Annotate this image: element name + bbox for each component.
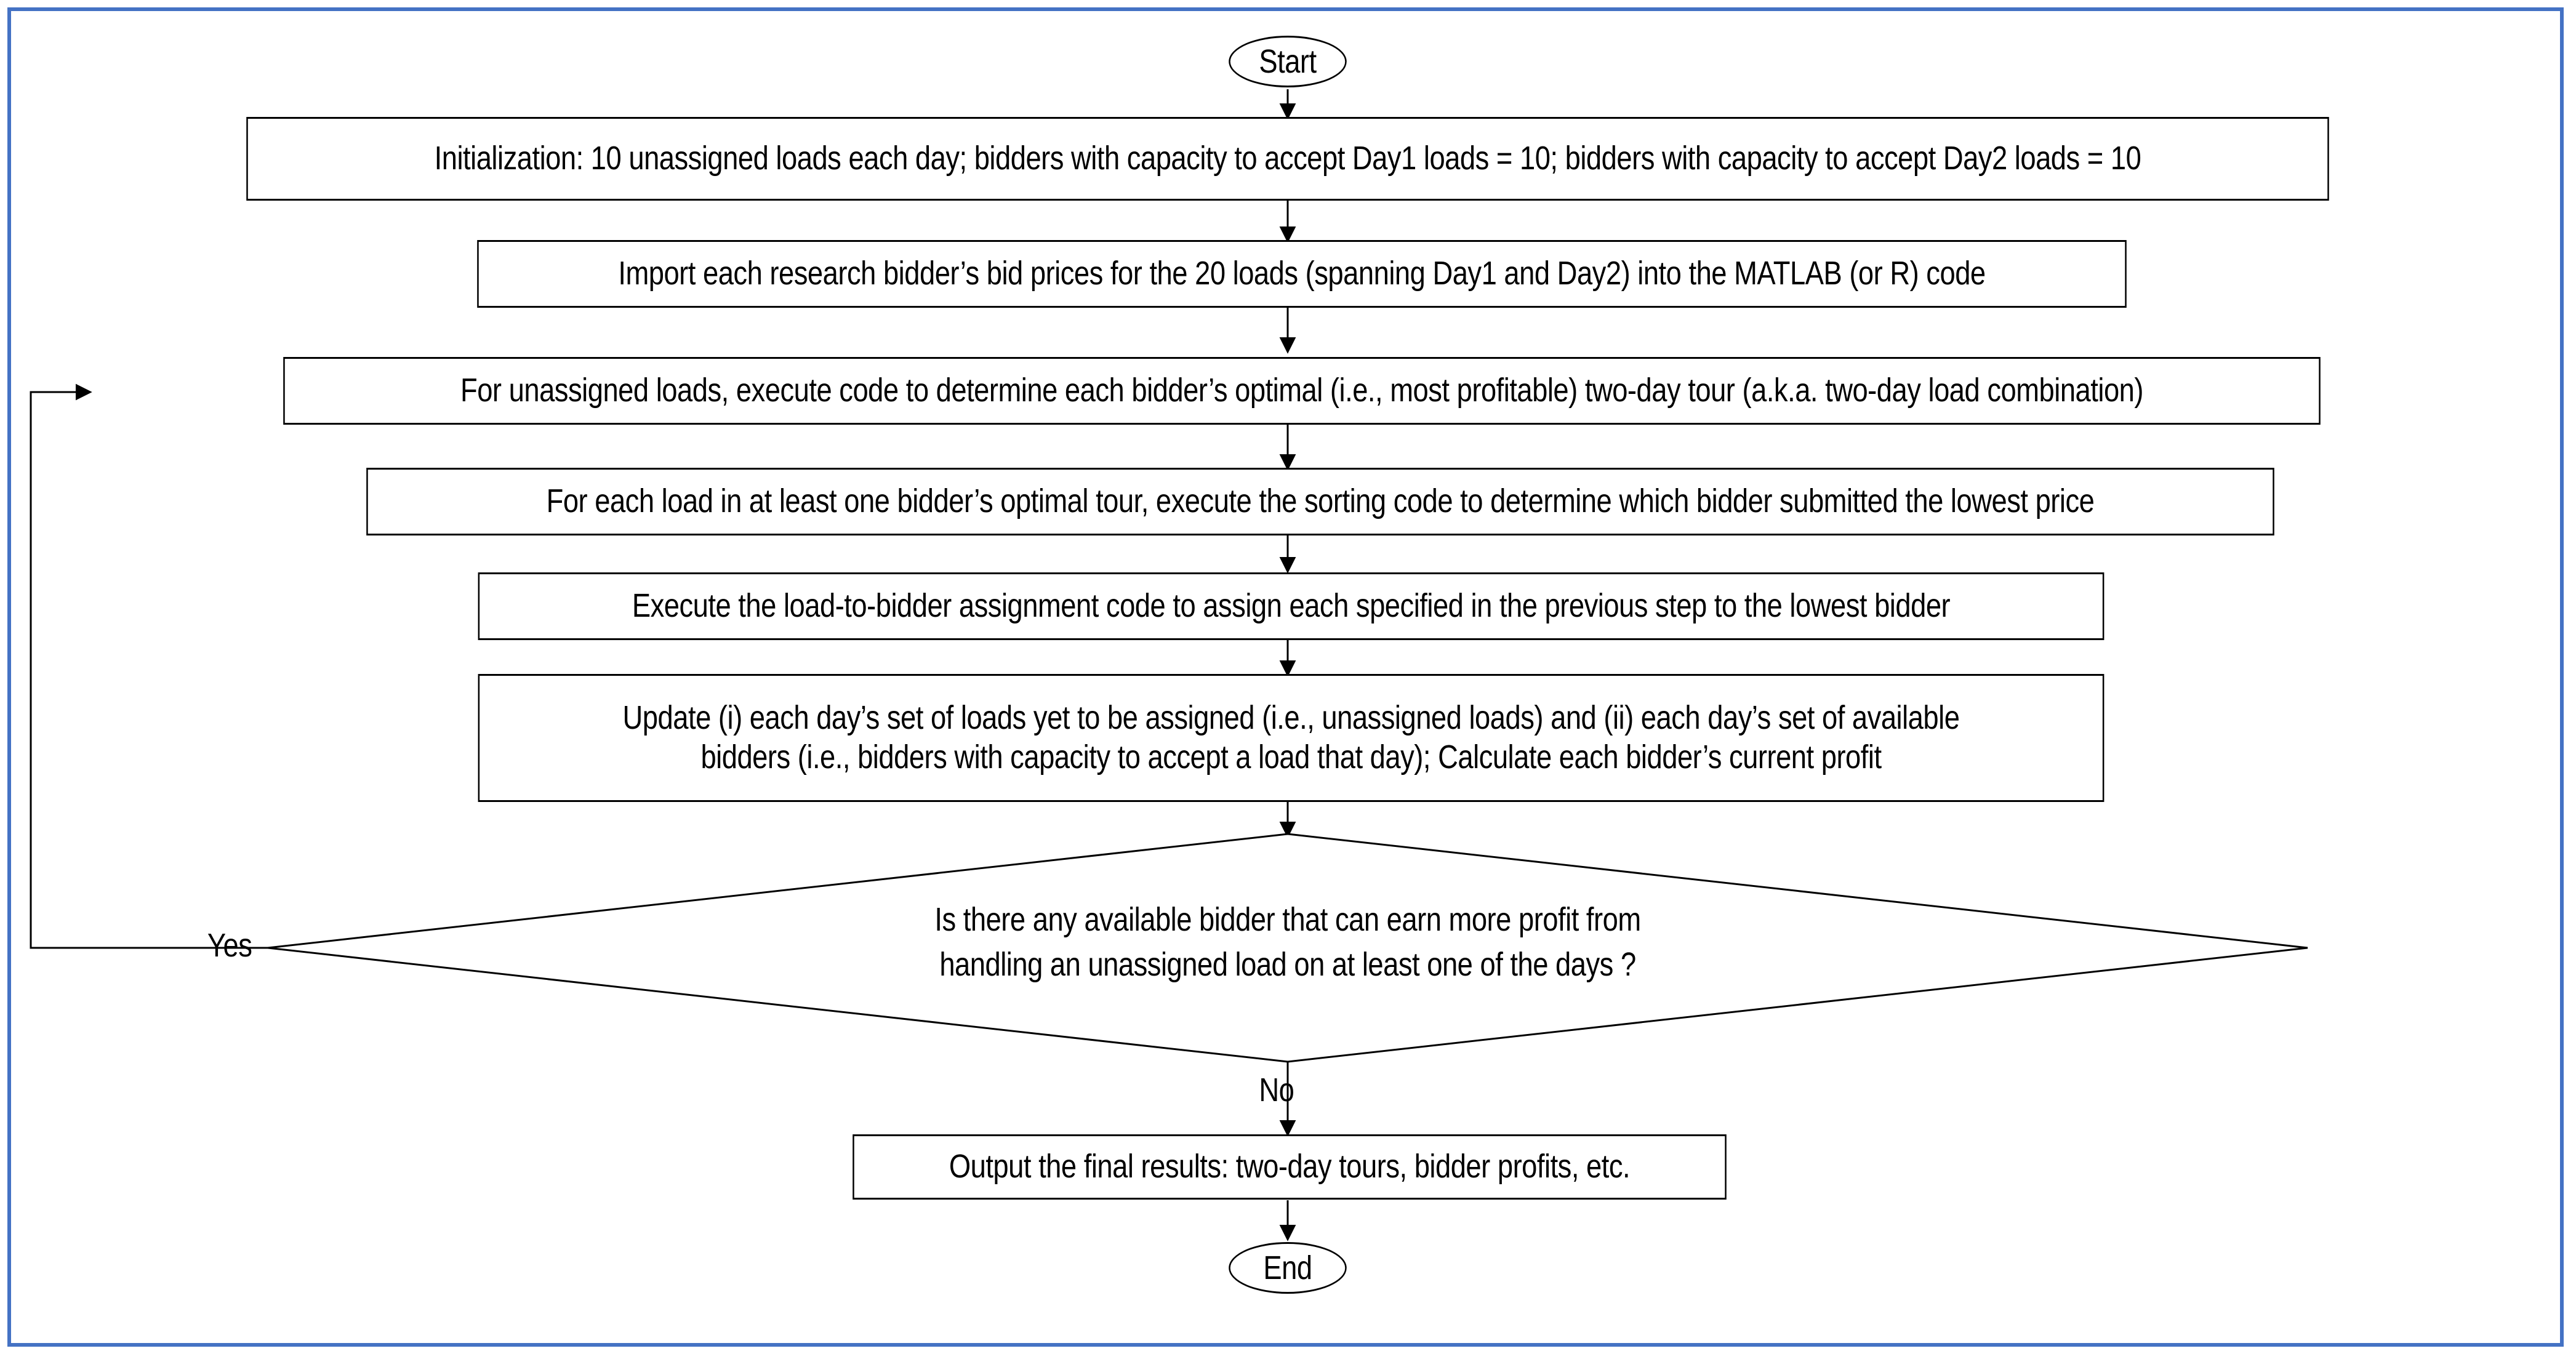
node-import-bid-prices[interactable]: Import each research bidder’s bid prices… <box>477 240 2127 308</box>
node-sorting-code-label: For each load in at least one bidder’s o… <box>546 483 2095 520</box>
node-sorting-code[interactable]: For each load in at least one bidder’s o… <box>366 468 2274 535</box>
node-output-results-label: Output the final results: two-day tours,… <box>949 1148 1631 1185</box>
edge-label-no: No <box>1259 1072 1294 1108</box>
node-update-sets-line1: Update (i) each day’s set of loads yet t… <box>622 699 1960 737</box>
node-decision-question[interactable]: Is there any available bidder that can e… <box>771 897 1805 987</box>
node-initialization-label: Initialization: 10 unassigned loads each… <box>434 140 2141 177</box>
node-assignment-code-label: Execute the load-to-bidder assignment co… <box>632 587 1951 625</box>
node-import-bid-prices-label: Import each research bidder’s bid prices… <box>618 255 1986 292</box>
node-assignment-code[interactable]: Execute the load-to-bidder assignment co… <box>478 572 2105 640</box>
node-start[interactable]: Start <box>1229 36 1347 87</box>
node-update-sets-line2: bidders (i.e., bidders with capacity to … <box>700 739 1882 776</box>
edge-label-yes: Yes <box>207 927 252 964</box>
node-optimal-tour[interactable]: For unassigned loads, execute code to de… <box>283 357 2321 425</box>
node-update-sets[interactable]: Update (i) each day’s set of loads yet t… <box>478 674 2105 802</box>
node-start-label: Start <box>1259 43 1317 80</box>
node-output-results[interactable]: Output the final results: two-day tours,… <box>853 1134 1727 1200</box>
node-initialization[interactable]: Initialization: 10 unassigned loads each… <box>246 117 2329 201</box>
node-end-label: End <box>1263 1249 1312 1286</box>
node-decision-question-line1: Is there any available bidder that can e… <box>934 901 1641 938</box>
node-optimal-tour-label: For unassigned loads, execute code to de… <box>460 372 2143 409</box>
node-end[interactable]: End <box>1229 1242 1347 1294</box>
node-decision-question-line2: handling an unassigned load on at least … <box>939 945 1636 983</box>
